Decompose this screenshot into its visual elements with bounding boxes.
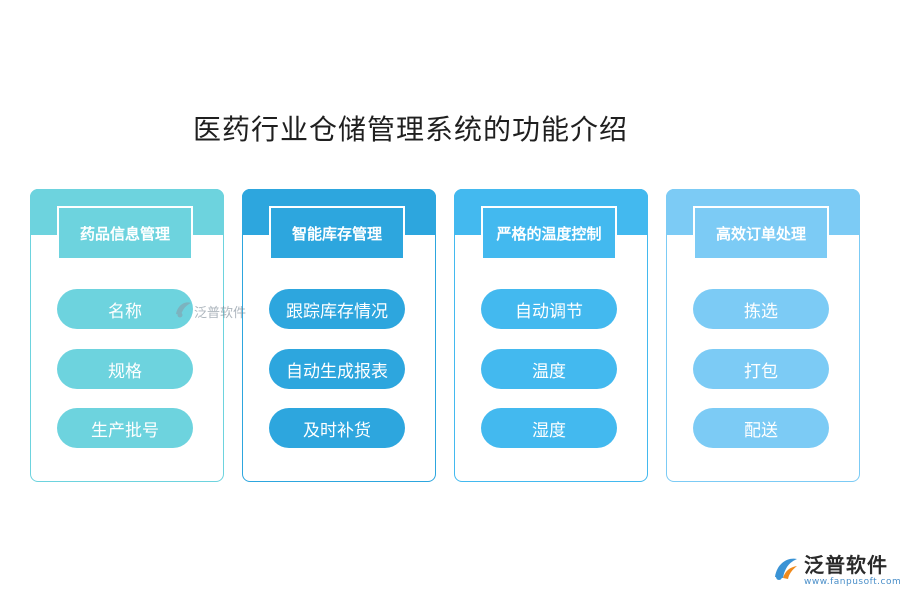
feature-card-drug-info: 药品信息管理 名称 规格 生产批号 — [29, 188, 224, 482]
page-title: 医药行业仓储管理系统的功能介绍 — [193, 113, 629, 146]
card-heading: 严格的温度控制 — [481, 206, 617, 260]
feature-item: 生产批号 — [57, 408, 193, 448]
watermark: 泛普软件 — [172, 298, 246, 324]
feature-item: 自动生成报表 — [269, 349, 405, 389]
feature-card-inventory: 智能库存管理 跟踪库存情况 自动生成报表 及时补货 — [241, 188, 436, 482]
logo-name: 泛普软件 — [804, 553, 888, 577]
brand-logo: 泛普软件 www.fanpusoft.com — [770, 553, 900, 588]
watermark-text: 泛普软件 — [194, 305, 247, 321]
feature-card-order: 高效订单处理 拣选 打包 配送 — [665, 188, 860, 482]
feature-item: 拣选 — [693, 289, 829, 329]
feature-item: 跟踪库存情况 — [269, 289, 405, 329]
feature-item: 规格 — [57, 349, 193, 389]
feature-item: 配送 — [693, 408, 829, 448]
logo-url: www.fanpusoft.com — [804, 577, 900, 587]
feature-item: 自动调节 — [481, 289, 617, 329]
card-heading: 高效订单处理 — [693, 206, 829, 260]
feature-item: 温度 — [481, 349, 617, 389]
fanpu-logo-icon — [770, 553, 800, 587]
card-heading: 智能库存管理 — [269, 206, 405, 260]
feature-card-temperature: 严格的温度控制 自动调节 温度 湿度 — [453, 188, 648, 482]
feature-item: 及时补货 — [269, 408, 405, 448]
feature-item: 湿度 — [481, 408, 617, 448]
fanpu-logo-icon — [172, 298, 194, 324]
feature-item: 打包 — [693, 349, 829, 389]
feature-item: 名称 — [57, 289, 193, 329]
card-heading: 药品信息管理 — [57, 206, 193, 260]
